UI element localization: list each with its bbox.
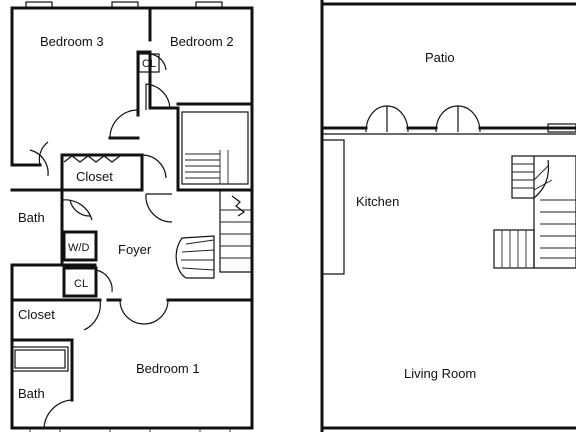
lower-cl-box — [62, 266, 98, 298]
door-swing — [109, 109, 139, 139]
bathtub — [11, 346, 69, 372]
label-cl-top: CL — [142, 58, 156, 70]
label-bedroom-3: Bedroom 3 — [40, 34, 104, 49]
label-bedroom-2: Bedroom 2 — [170, 34, 234, 49]
top-bath-wall — [10, 188, 97, 267]
door-swing — [43, 399, 73, 429]
closet-bifold-doors — [63, 155, 121, 163]
label-living-room: Living Room — [404, 366, 476, 381]
patio-wall-stub — [547, 123, 576, 133]
label-kitchen: Kitchen — [356, 194, 399, 209]
label-washer-dryer: W/D — [68, 242, 89, 254]
door-swing — [38, 141, 49, 166]
door-swing — [29, 149, 49, 177]
window — [111, 1, 139, 9]
kitchen-counter — [322, 139, 345, 275]
door-swing — [61, 199, 93, 221]
door-swing — [83, 299, 101, 331]
cl-closet-wall — [136, 50, 152, 117]
door-swing — [145, 193, 173, 223]
stairwell — [145, 102, 254, 279]
label-closet-lower: Closet — [18, 307, 55, 322]
label-foyer: Foyer — [118, 242, 152, 257]
door-swing — [145, 83, 171, 109]
window — [195, 1, 223, 9]
cl-closet-box — [138, 53, 160, 73]
bathtub-inner — [14, 349, 66, 369]
double-door-swing — [119, 299, 169, 325]
label-cl-lower: CL — [74, 278, 88, 290]
stair-break-line — [231, 195, 246, 217]
washer-dryer-box — [62, 230, 98, 262]
curved-stair — [175, 235, 215, 279]
lower-floor-plan: Patio Kitchen Living Room — [320, 0, 576, 432]
door-swing — [141, 154, 167, 179]
window — [25, 1, 53, 9]
label-bath-bottom: Bath — [18, 386, 45, 401]
label-closet-mid: Closet — [76, 169, 113, 184]
hall-closet-wall — [60, 153, 144, 192]
label-bath-top: Bath — [18, 210, 45, 225]
lower-bath-wall — [10, 298, 102, 402]
lower-stairwell — [493, 155, 576, 269]
upper-floor-plan: Bedroom 3 Bedroom 2 CL Closet Bath W/D F… — [10, 1, 254, 432]
label-bedroom-1: Bedroom 1 — [136, 361, 200, 376]
label-patio: Patio — [425, 50, 455, 65]
bottom-ticks — [29, 428, 231, 432]
door-swing — [149, 53, 167, 71]
door-swing — [95, 269, 113, 293]
door-swing — [69, 199, 91, 217]
